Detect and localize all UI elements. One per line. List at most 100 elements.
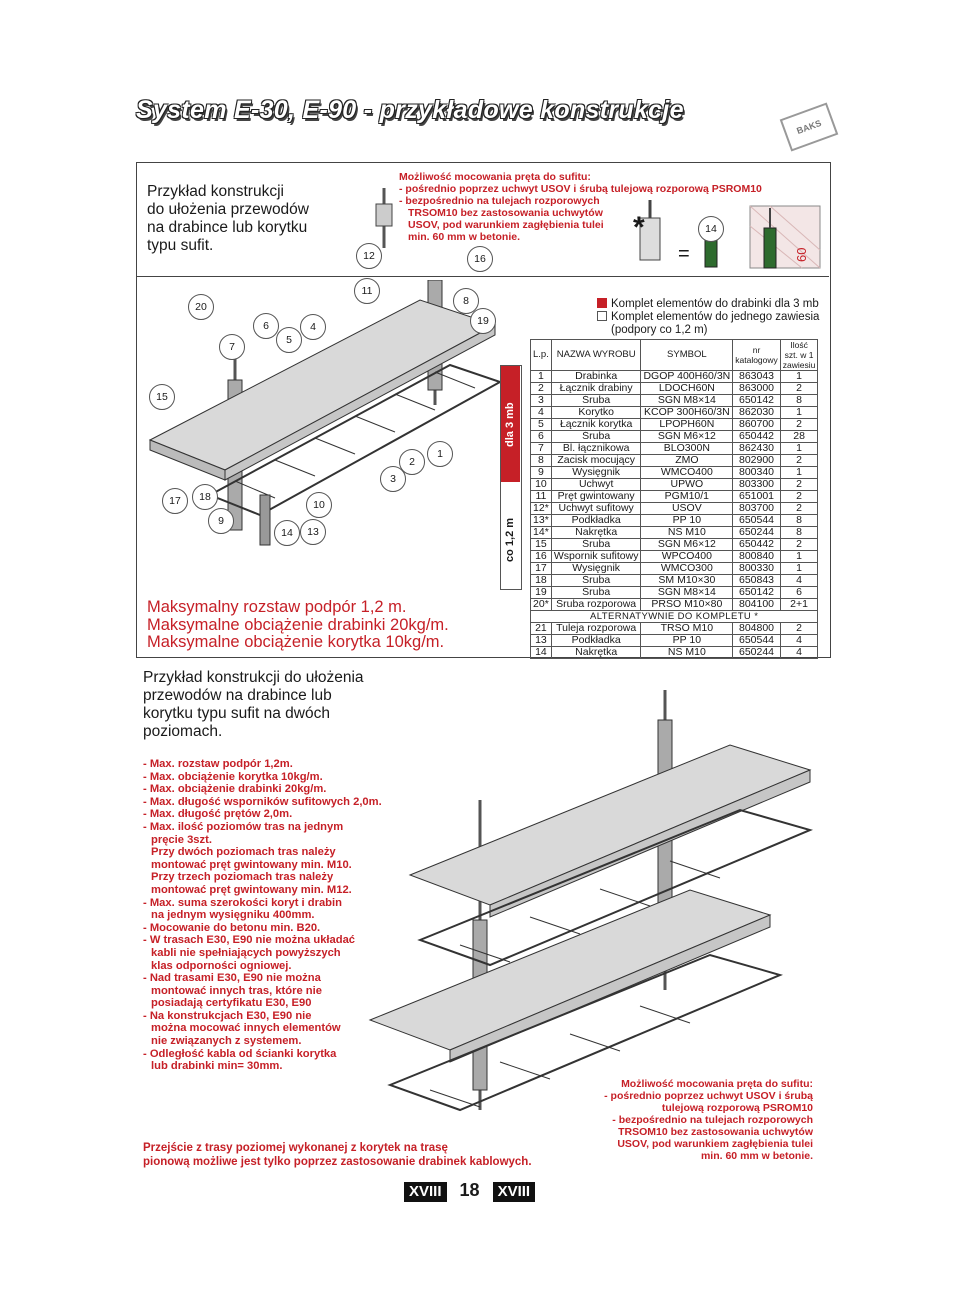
brand-logo: BAKS (779, 102, 839, 152)
table-cell: 650142 (732, 586, 781, 599)
callout-15: 15 (149, 384, 175, 410)
table-cell: PGM10/1 (640, 490, 734, 503)
table-cell: Wspornik sufitowy (550, 550, 642, 563)
note-line: posiadają certyfikatu E30, E90 (151, 997, 312, 1010)
table-cell: 2 (779, 502, 819, 515)
table-cell: 650244 (732, 646, 781, 659)
note-line: - Max. suma szerokości koryt i drabin (143, 896, 342, 909)
table-cell: SGN M6×12 (640, 430, 734, 443)
callout-14b: 14 (274, 520, 300, 546)
callout-14: 14 (698, 216, 724, 242)
table-cell: 1 (779, 562, 819, 575)
legend-text: Komplet elementów do jednego zawiesia (611, 311, 820, 323)
intro-line: korytku typu sufit na dwóch (143, 705, 330, 722)
label-co12m: co 1,2 m (504, 517, 516, 562)
table-alt-header-row: ALTERNATYWNIE DO KOMPLETU * (529, 610, 819, 623)
ceiling-mount-drawing (375, 188, 821, 269)
table-cell: 8 (779, 394, 819, 407)
note-line: na jednym wysięgniku 400mm. (151, 909, 315, 922)
legend-text: Komplet elementów do drabinki dla 3 mb (611, 298, 819, 310)
table-cell: 2 (779, 478, 819, 491)
table-cell: WMCO300 (640, 562, 734, 575)
table-cell: Pręt gwintowany (550, 490, 642, 503)
table-cell: Wysięgnik (550, 562, 642, 575)
table-cell: Śruba (550, 430, 642, 443)
table-cell: 13* (530, 514, 552, 527)
table-cell: 4 (779, 646, 819, 659)
table-cell: 800840 (732, 550, 781, 563)
table-cell: 1 (779, 550, 819, 563)
table-cell: Tuleja rozporowa (550, 622, 642, 635)
table-cell: 28 (779, 430, 819, 443)
table-cell: 4 (779, 574, 819, 587)
table-cell: WPCO400 (640, 550, 734, 563)
note-line: - Max. długość prętów 2,0m. (143, 808, 293, 821)
example1-mount-note: Możliwość mocowania pręta do sufitu: - p… (399, 171, 779, 243)
table-cell: 16 (530, 550, 552, 563)
table-cell: 19 (530, 586, 552, 599)
table-cell: 18 (530, 574, 552, 587)
note-line: Przy dwóch poziomach tras należy (151, 846, 336, 859)
mount-line: min. 60 mm w betonie. (700, 1150, 813, 1162)
note-line: kabli nie spełniających powyższych (151, 946, 341, 959)
table-cell: 21 (530, 622, 552, 635)
example2-intro: Przykład konstrukcji do ułożenia przewod… (143, 669, 393, 741)
table-cell: LDOCH60N (640, 382, 734, 395)
callout-17: 17 (162, 488, 188, 514)
example1-intro: Przykład konstrukcji do ułożenia przewod… (147, 183, 347, 255)
table-cell: 7 (530, 442, 552, 455)
table-cell: PP 10 (640, 514, 734, 527)
transition-note: Przejście z trasy poziomej wykonanej z k… (143, 1142, 532, 1169)
parts-legend: Komplet elementów do drabinki dla 3 mb K… (597, 298, 819, 337)
table-cell: 804800 (732, 622, 781, 635)
table-cell: 2 (779, 538, 819, 551)
table-cell: 4 (779, 634, 819, 647)
header-catalog: nr katalogowy (732, 339, 781, 371)
callout-19: 19 (470, 308, 496, 334)
table-cell: 800330 (732, 562, 781, 575)
example2-notes: - Max. rozstaw podpór 1,2m.- Max. obciąż… (143, 758, 433, 1073)
table-cell: Drabinka (550, 370, 642, 383)
callout-13: 13 (300, 519, 326, 545)
table-cell: Korytko (550, 406, 642, 419)
intro-line: Przykład konstrukcji do ułożenia (143, 669, 364, 686)
table-cell: 8 (530, 454, 552, 467)
table-cell: 13 (530, 634, 552, 647)
note-line: montować innych tras, które nie (151, 984, 322, 997)
table-cell: Śruba rozporowa (550, 598, 642, 611)
roman-left: XVIII (404, 1182, 447, 1202)
note-line: - Max. ilość poziomów tras na jednym (143, 820, 344, 833)
callout-6: 6 (253, 313, 279, 339)
table-cell: SGN M8×14 (640, 394, 734, 407)
table-cell: 863043 (732, 370, 781, 383)
note-line: - Odległość kabla od ścianki korytka (143, 1047, 337, 1060)
label-dla3mb: dla 3 mb (504, 402, 516, 447)
mount-line: tulejową rozporową PSROM10 (661, 1102, 813, 1114)
table-cell: Uchwyt (550, 478, 642, 491)
table-cell: 6 (530, 430, 552, 443)
page-title: System E-30, E-90 - przykładowe konstruk… (136, 96, 684, 124)
frame-divider (136, 276, 829, 277)
table-cell: 14* (530, 526, 552, 539)
mount-line: TRSOM10 bez zastosowania uchwytów (408, 207, 603, 219)
table-cell: Łącznik drabiny (550, 382, 642, 395)
table-cell: 651001 (732, 490, 781, 503)
header-lp: L.p. (530, 339, 552, 371)
callout-3: 3 (380, 466, 406, 492)
mount-line: Możliwość mocowania pręta do sufitu: (621, 1078, 813, 1090)
note-line: - Max. długość wsporników sufitowych 2,0… (143, 795, 382, 808)
table-cell: USOV (640, 502, 734, 515)
callout-5: 5 (276, 327, 302, 353)
table-cell: 650442 (732, 538, 781, 551)
